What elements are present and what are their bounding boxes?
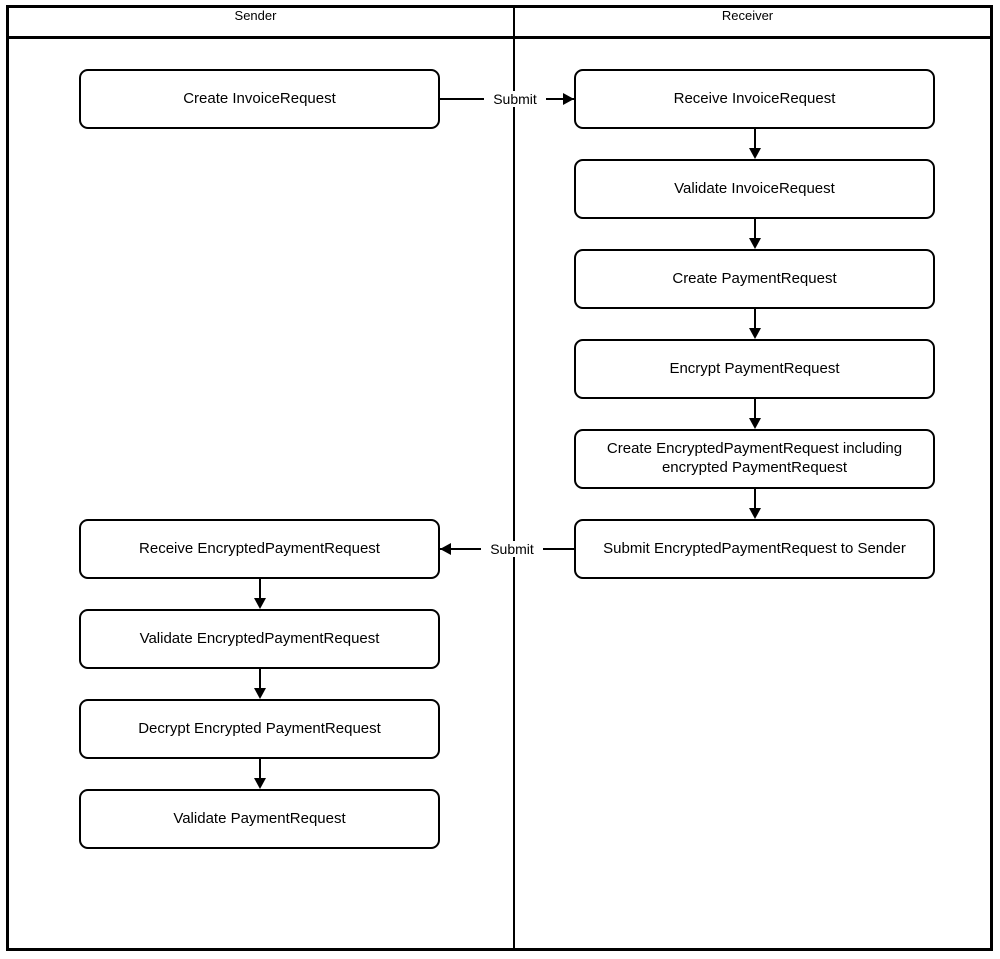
node-label: Submit EncryptedPaymentRequest to Sender bbox=[603, 539, 906, 557]
edge-arrowhead-n6-n7 bbox=[749, 508, 761, 519]
edge-line-n9-n10 bbox=[259, 669, 261, 689]
node-create-paymentrequest[interactable]: Create PaymentRequest bbox=[574, 249, 935, 309]
edge-arrowhead-n7-n8 bbox=[440, 543, 451, 555]
lane-title-sender: Sender bbox=[234, 8, 277, 23]
node-label: Create PaymentRequest bbox=[672, 269, 837, 287]
node-validate-encryptedpaymentrequest[interactable]: Validate EncryptedPaymentRequest bbox=[79, 609, 440, 669]
node-receive-encryptedpaymentrequest[interactable]: Receive EncryptedPaymentRequest bbox=[79, 519, 440, 579]
node-receive-invoicerequest[interactable]: Receive InvoiceRequest bbox=[574, 69, 935, 129]
edge-arrowhead-n10-n11 bbox=[254, 778, 266, 789]
edge-line-n6-n7 bbox=[754, 489, 756, 509]
edge-arrowhead-n9-n10 bbox=[254, 688, 266, 699]
edge-arrowhead-n1-n2 bbox=[563, 93, 574, 105]
edge-arrowhead-n2-n3 bbox=[749, 148, 761, 159]
lane-title-receiver: Receiver bbox=[721, 8, 774, 23]
edge-arrowhead-n5-n6 bbox=[749, 418, 761, 429]
edge-line-n5-n6 bbox=[754, 399, 756, 419]
node-label: Receive EncryptedPaymentRequest bbox=[139, 539, 380, 557]
node-label: Decrypt Encrypted PaymentRequest bbox=[138, 719, 381, 737]
node-label: Encrypt PaymentRequest bbox=[669, 359, 840, 377]
edge-arrowhead-n3-n4 bbox=[749, 238, 761, 249]
edge-line-n3-n4 bbox=[754, 219, 756, 239]
edge-label-submit-2: Submit bbox=[481, 541, 543, 557]
edge-line-n8-n9 bbox=[259, 579, 261, 599]
node-label: Create EncryptedPaymentRequest including… bbox=[606, 440, 903, 476]
edge-line-n2-n3 bbox=[754, 129, 756, 149]
node-validate-paymentrequest[interactable]: Validate PaymentRequest bbox=[79, 789, 440, 849]
edge-line-n4-n5 bbox=[754, 309, 756, 329]
node-submit-encryptedpaymentrequest-to-sender[interactable]: Submit EncryptedPaymentRequest to Sender bbox=[574, 519, 935, 579]
edge-line-n10-n11 bbox=[259, 759, 261, 779]
node-decrypt-encrypted-paymentrequest[interactable]: Decrypt Encrypted PaymentRequest bbox=[79, 699, 440, 759]
edge-arrowhead-n4-n5 bbox=[749, 328, 761, 339]
node-label: Validate InvoiceRequest bbox=[674, 179, 835, 197]
node-label: Validate EncryptedPaymentRequest bbox=[139, 629, 380, 647]
node-encrypt-paymentrequest[interactable]: Encrypt PaymentRequest bbox=[574, 339, 935, 399]
lane-divider bbox=[513, 5, 515, 951]
edge-label-submit-1: Submit bbox=[484, 91, 546, 107]
node-create-invoicerequest[interactable]: Create InvoiceRequest bbox=[79, 69, 440, 129]
swimlane-header-row bbox=[6, 5, 993, 39]
node-label: Validate PaymentRequest bbox=[173, 809, 346, 827]
node-label: Receive InvoiceRequest bbox=[673, 89, 836, 107]
edge-arrowhead-n8-n9 bbox=[254, 598, 266, 609]
node-validate-invoicerequest[interactable]: Validate InvoiceRequest bbox=[574, 159, 935, 219]
node-create-encryptedpaymentrequest[interactable]: Create EncryptedPaymentRequest including… bbox=[574, 429, 935, 489]
node-label: Create InvoiceRequest bbox=[183, 89, 336, 107]
